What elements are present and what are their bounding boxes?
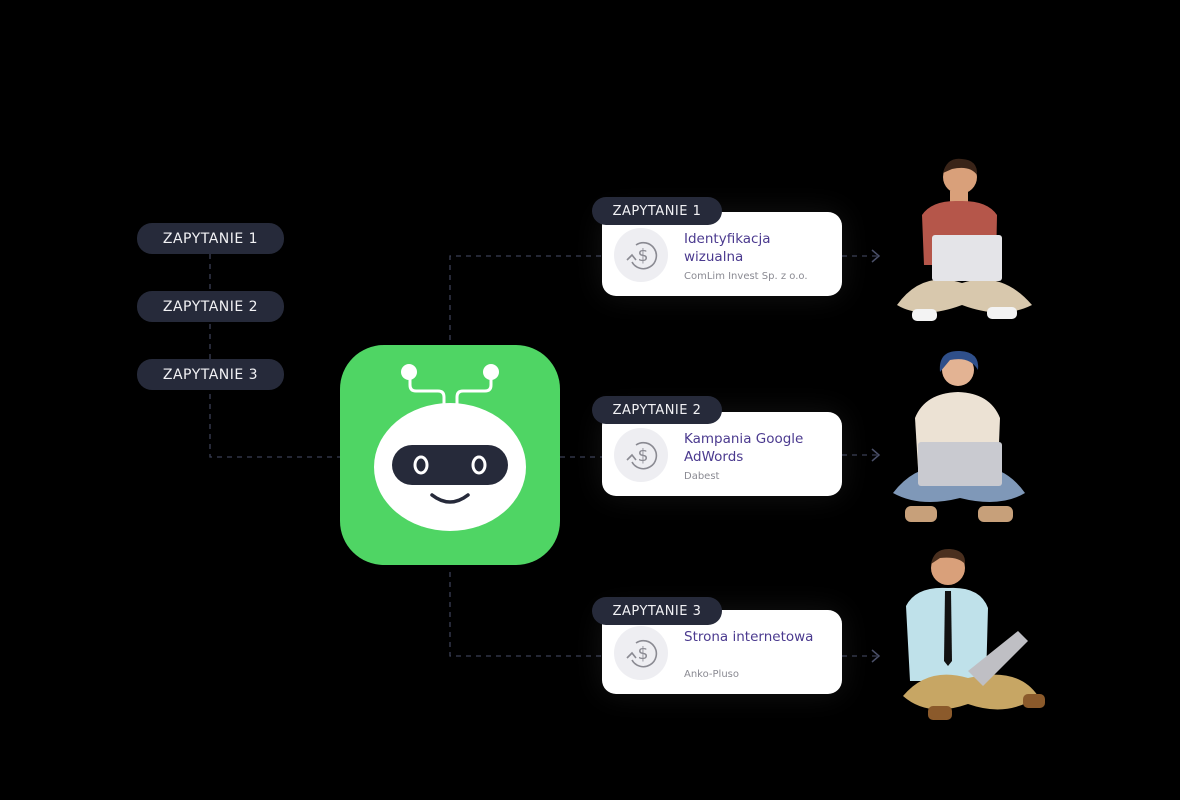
- result-title: Identyfikacja wizualna: [684, 231, 771, 265]
- connector-bottom: [449, 572, 602, 657]
- dollar-refresh-icon: $: [614, 428, 668, 482]
- person-with-laptop-1: [897, 158, 1032, 321]
- result-company: ComLim Invest Sp. z o.o.: [684, 271, 808, 282]
- person-with-laptop-2: [893, 350, 1025, 522]
- result-tag-1: ZAPYTANIE 1: [592, 197, 722, 225]
- result-tag-2: ZAPYTANIE 2: [592, 396, 722, 424]
- result-title: Strona internetowa: [684, 629, 814, 645]
- connector-top: [449, 255, 602, 340]
- result-company: Anko-Pluso: [684, 669, 739, 680]
- result-company: Dabest: [684, 471, 720, 482]
- svg-text:$: $: [638, 644, 649, 664]
- left-query-1: ZAPYTANIE 1: [137, 223, 284, 254]
- result-card-2[interactable]: $ Kampania Google AdWords Dabest: [602, 412, 842, 496]
- left-connector: [209, 254, 340, 458]
- arrow-head-2: [871, 448, 881, 462]
- arrow-head-3: [871, 649, 881, 663]
- left-query-3: ZAPYTANIE 3: [137, 359, 284, 390]
- result-tag-3: ZAPYTANIE 3: [592, 597, 722, 625]
- result-title: Kampania Google AdWords: [684, 431, 804, 465]
- robot-logo-icon: [340, 345, 560, 565]
- dollar-refresh-icon: $: [614, 228, 668, 282]
- dollar-refresh-icon: $: [614, 626, 668, 680]
- svg-text:$: $: [638, 446, 649, 466]
- arrow-head-1: [871, 249, 881, 263]
- result-card-1[interactable]: $ Identyfikacja wizualna ComLim Invest S…: [602, 212, 842, 296]
- person-with-laptop-3: [903, 548, 1045, 720]
- svg-text:$: $: [638, 246, 649, 266]
- left-query-2: ZAPYTANIE 2: [137, 291, 284, 322]
